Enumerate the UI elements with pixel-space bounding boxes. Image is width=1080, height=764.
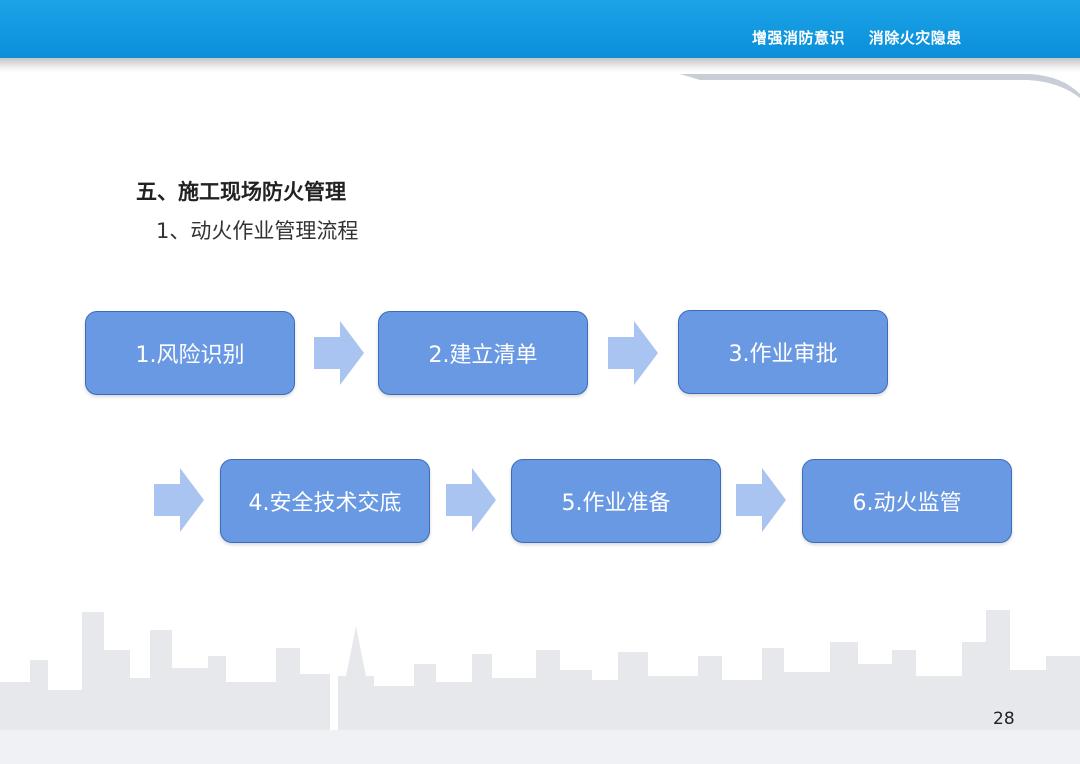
step-hot-work-supervision: 6.动火监管 xyxy=(802,459,1012,543)
right-arrow-icon xyxy=(446,468,496,532)
header-bar: 增强消防意识 消除火灾隐患 xyxy=(0,0,1080,58)
step-safety-briefing: 4.安全技术交底 xyxy=(220,459,430,543)
header-slogan: 增强消防意识 消除火灾隐患 xyxy=(752,27,962,48)
section-title: 五、施工现场防火管理 xyxy=(136,180,346,204)
step-build-list: 2.建立清单 xyxy=(378,311,588,395)
right-arrow-icon xyxy=(314,321,364,385)
step-work-approval: 3.作业审批 xyxy=(678,310,888,394)
right-arrow-icon xyxy=(736,468,786,532)
step-risk-identification: 1.风险识别 xyxy=(85,311,295,395)
header-swoosh-decoration xyxy=(680,74,1080,98)
slogan-eliminate-hazards: 消除火灾隐患 xyxy=(868,29,962,47)
city-skyline-background xyxy=(0,610,1080,764)
slogan-fire-awareness: 增强消防意识 xyxy=(752,29,846,47)
right-arrow-icon xyxy=(154,468,204,532)
right-arrow-icon xyxy=(608,321,658,385)
header-shadow xyxy=(0,58,1080,72)
subsection-title: 1、动火作业管理流程 xyxy=(156,219,359,243)
page-number: 28 xyxy=(993,709,1015,729)
step-work-preparation: 5.作业准备 xyxy=(511,459,721,543)
